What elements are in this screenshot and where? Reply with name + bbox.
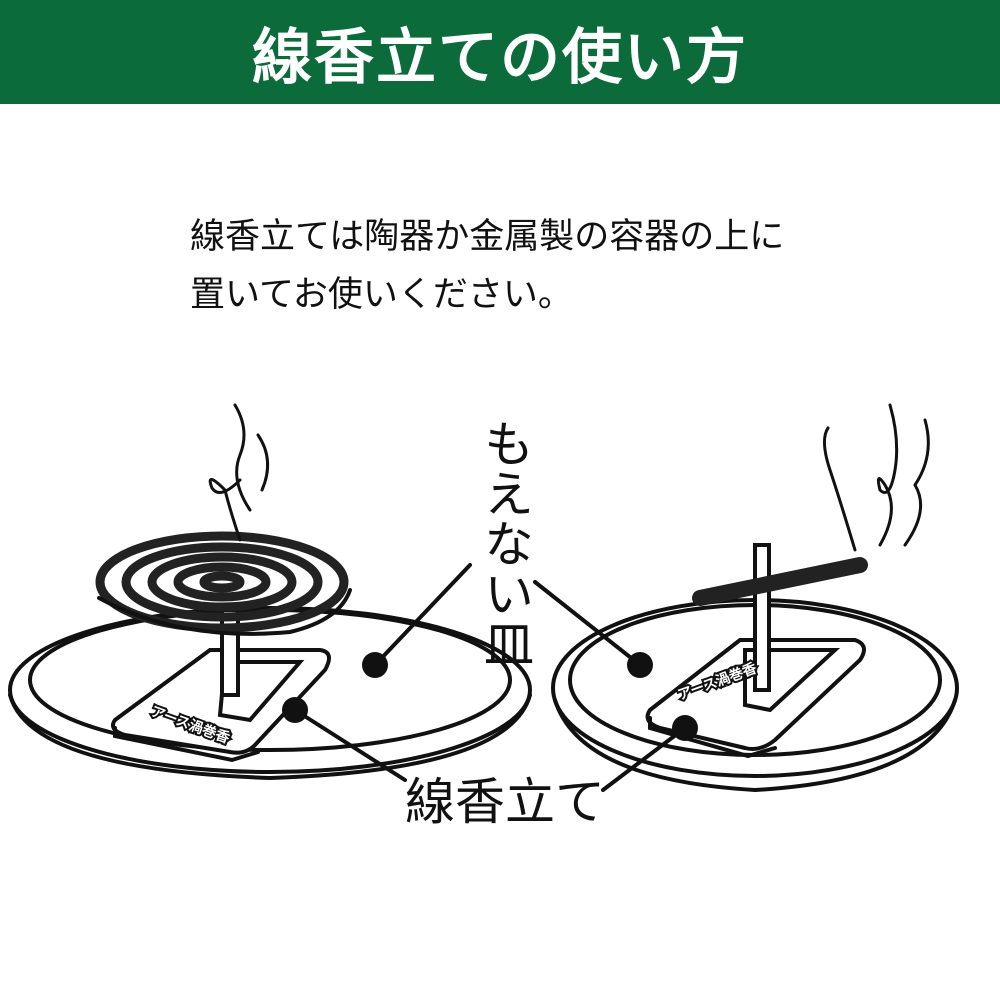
instruction-text: 線香立ては陶器か金属製の容器の上に 置いてお使いください。 [190, 208, 784, 324]
smoke-icon [208, 403, 270, 542]
smoke-icon [823, 403, 930, 552]
leader-lines [293, 563, 687, 792]
label-plate: もえない皿 [476, 418, 534, 668]
page-title: 線香立ての使い方 [252, 22, 748, 93]
instruction-line-1: 線香立ては陶器か金属製の容器の上に [190, 217, 785, 257]
label-stand: 線香立て [405, 773, 605, 831]
incense-stick-illustration [692, 557, 868, 606]
right-stand-illustration: アース渦巻香 [645, 543, 866, 759]
callout-dots [282, 652, 698, 741]
instruction-line-2: 置いてお使いください。 [190, 275, 573, 315]
header-banner: 線香立ての使い方 [0, 0, 1000, 104]
mosquito-coil-illustration [95, 531, 352, 636]
